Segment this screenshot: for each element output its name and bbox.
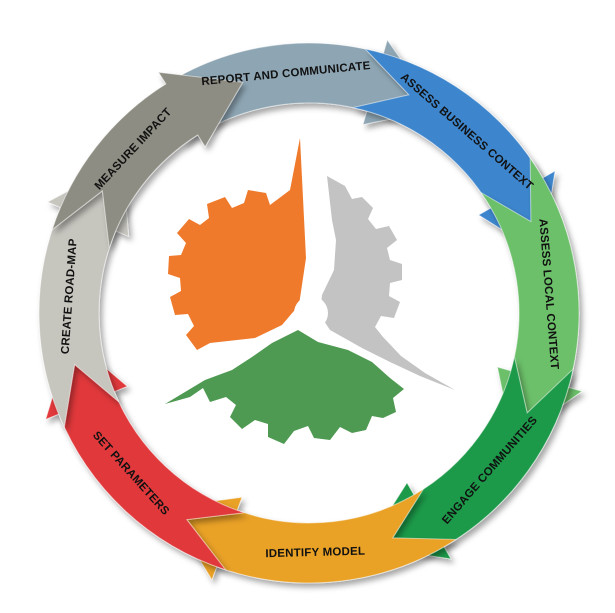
center-gears <box>165 138 455 444</box>
center-hub <box>294 296 328 330</box>
step-label-identify-model: IDENTIFY MODEL <box>265 546 365 561</box>
gray-gear-icon <box>320 176 455 390</box>
orange-gear-icon <box>168 138 306 350</box>
green-gear-icon <box>165 330 404 444</box>
step-arrow-measure-impact <box>51 71 244 249</box>
